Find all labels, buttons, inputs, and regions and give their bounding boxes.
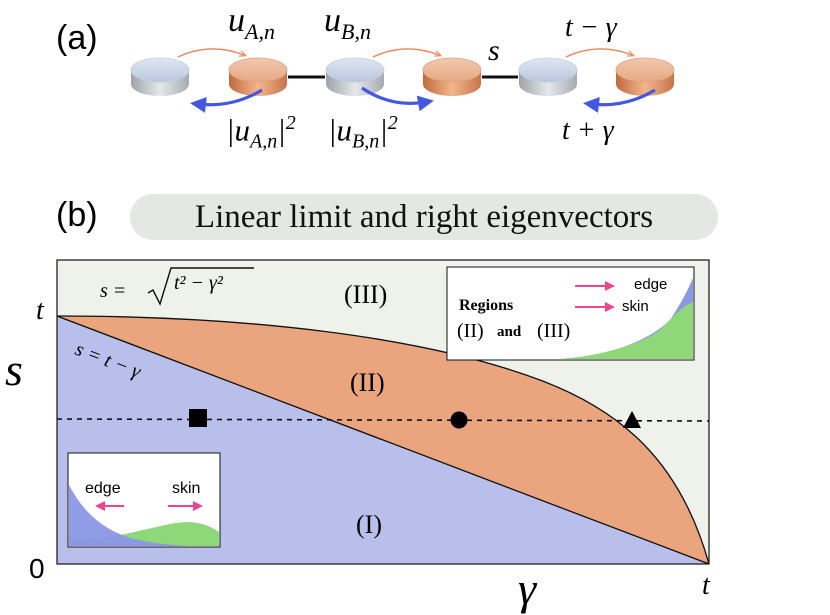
inset-left-skin-label: skin: [172, 480, 201, 497]
inset-right-skin-label: skin: [622, 298, 649, 315]
marker-circle: [450, 411, 468, 429]
sqrt-radical-sign: [147, 267, 254, 306]
hopping-arrow-blue-1: [190, 88, 263, 113]
x-tick-t: t: [702, 570, 710, 601]
inset-right-region-3: (III): [537, 320, 571, 342]
region-2-label: (II): [350, 368, 385, 397]
resonator-b2: [422, 57, 482, 96]
resonator-a3: [518, 57, 578, 96]
coupling-s-label: s: [488, 34, 500, 67]
hopping-arrow-orange-1: [177, 48, 244, 58]
y-axis-label: s: [5, 344, 23, 395]
inset-left-edge-label: edge: [85, 480, 121, 497]
t-minus-gamma-label: t − γ: [565, 12, 617, 43]
region-3-label: (III): [344, 280, 388, 309]
hopping-arrow-blue-3: [583, 88, 656, 113]
sqrt-boundary-curve: [57, 315, 709, 564]
abs-u-b-squared: |uB,n|2: [328, 112, 398, 153]
plot-frame: [56, 259, 710, 565]
inset-right-skin-fill: [560, 302, 693, 359]
panel-b-label: (b): [56, 196, 98, 234]
linear-boundary-line: [57, 315, 709, 564]
inset-right-title: Regions: [459, 297, 514, 314]
dashed-reference-line: [57, 418, 709, 422]
x-axis-label: γ: [518, 563, 537, 614]
y-tick-t: t: [36, 295, 44, 326]
marker-triangle: [623, 411, 641, 428]
hopping-arrow-blue-2: [361, 86, 434, 112]
inset-right-and: and: [497, 324, 522, 340]
sqrt-curve-label: s =: [100, 280, 127, 302]
t-plus-gamma-label: t + γ: [562, 115, 614, 146]
inset-left-edge-fill: [69, 485, 190, 546]
inset-right-edge-label: edge: [634, 276, 668, 293]
inset-left: [67, 452, 221, 548]
resonator-b3: [615, 57, 675, 96]
u-a-label: uA,n: [228, 2, 275, 44]
panel-a-label: (a): [56, 19, 98, 57]
inset-right: [446, 266, 695, 361]
resonator-a2: [325, 57, 385, 96]
sqrt-curve-radicand: t² − γ²: [174, 272, 223, 294]
banner-title: Linear limit and right eigenvectors: [194, 198, 654, 235]
region-1-label: (I): [356, 510, 382, 539]
u-b-label: uB,n: [324, 2, 371, 44]
y-tick-zero: 0: [29, 553, 45, 584]
resonator-a1: [130, 57, 190, 96]
marker-square: [189, 409, 207, 427]
hopping-arrow-orange-2: [372, 48, 439, 58]
resonator-b1: [228, 57, 288, 96]
hopping-arrow-orange-3: [565, 48, 632, 58]
abs-u-a-squared: |uA,n|2: [226, 112, 296, 153]
resonator-chain: [130, 48, 675, 113]
inset-right-region-2: (II): [457, 320, 484, 342]
title-banner: Linear limit and right eigenvectors: [130, 194, 718, 240]
